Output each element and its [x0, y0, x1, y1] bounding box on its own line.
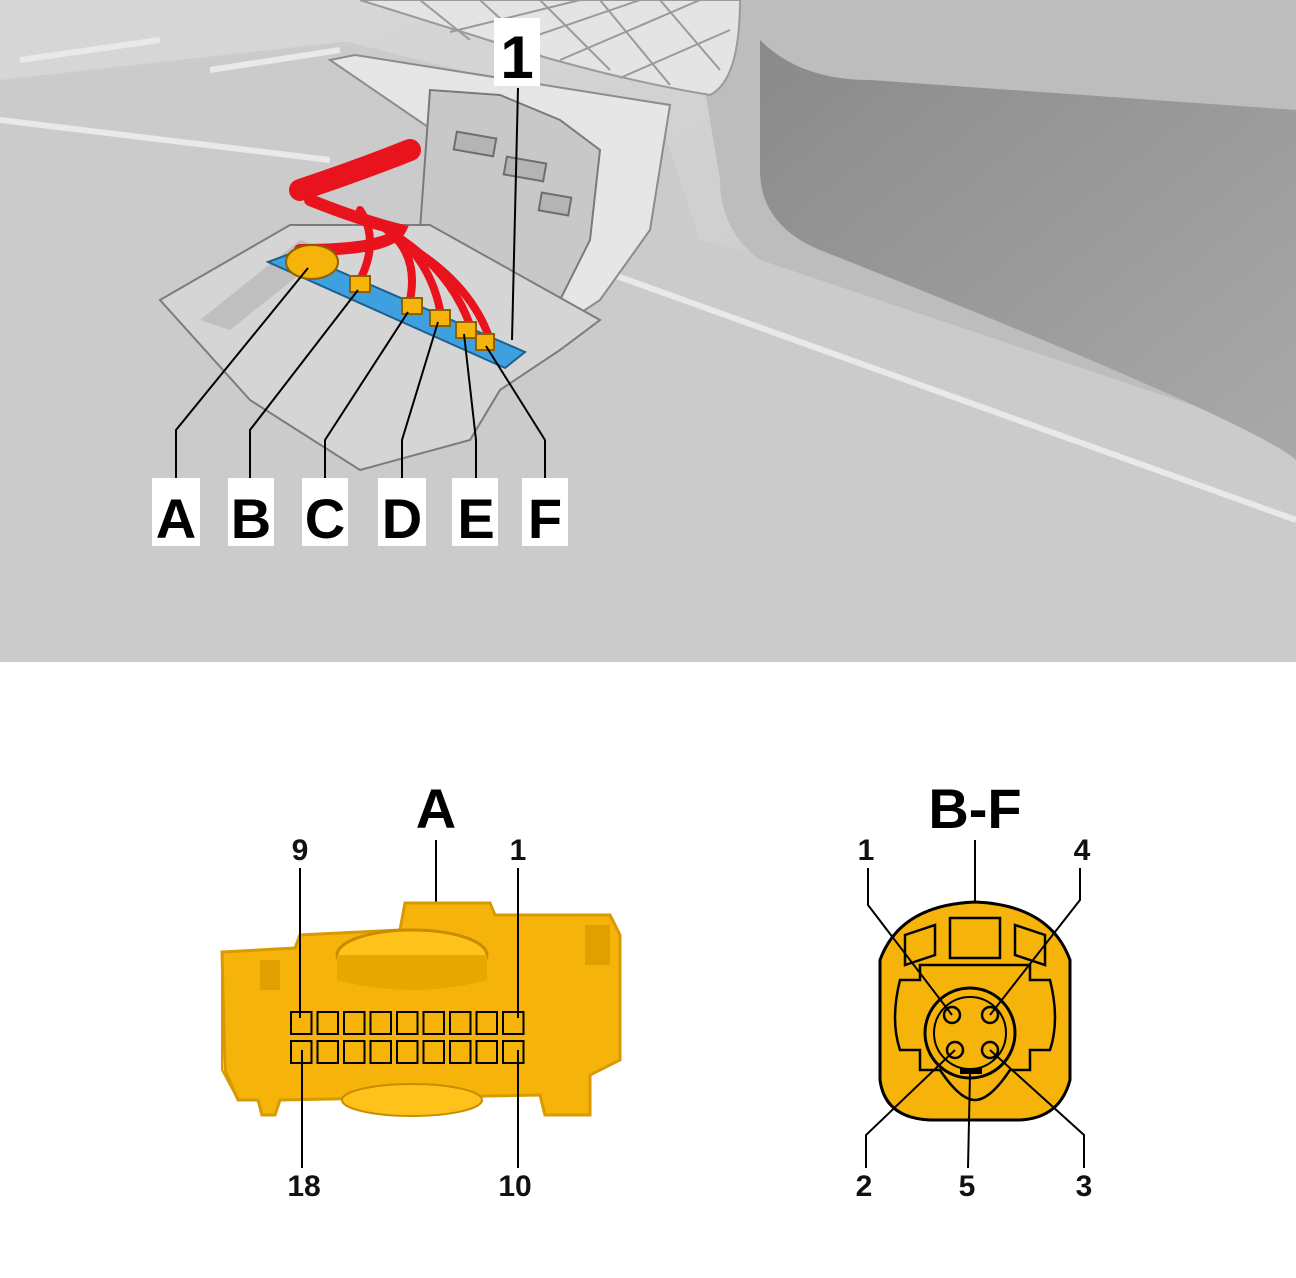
- connector-a-pin-cell: [475, 1040, 498, 1064]
- connector-callouts: A B C D E: [152, 267, 568, 550]
- rear-panel: [0, 0, 360, 80]
- connector-f-plug: [475, 333, 495, 351]
- callout-A: A: [152, 267, 309, 550]
- connector-a-pin-cell: [502, 1011, 525, 1035]
- connector-b-plug: [349, 275, 371, 293]
- bf-pin-1-label: 1: [858, 834, 875, 867]
- callout-label-e: E: [457, 487, 494, 550]
- connector-a-pin-cell: [369, 1011, 392, 1035]
- connector-d-plug: [429, 309, 451, 327]
- connector-a-pin-1-label: 1: [510, 834, 527, 867]
- connector-a-pin-cell: [290, 1011, 313, 1035]
- connector-a-top-lobe-side: [337, 955, 487, 990]
- part-callout-box: [494, 18, 540, 86]
- connector-a-pin-cell: [396, 1011, 419, 1035]
- connector-a-title: A: [416, 777, 456, 840]
- callout-C: C: [302, 311, 409, 550]
- callout-label-d: D: [382, 487, 422, 550]
- red-harness: [289, 139, 494, 344]
- callout-F: F: [485, 345, 568, 550]
- connector-a-pin-cell: [422, 1011, 445, 1035]
- connector-a-pin-cell: [502, 1040, 525, 1064]
- connector-a-pin-cell: [396, 1040, 419, 1064]
- connector-a-latch-right: [585, 925, 610, 965]
- connector-a-pin-cell: [316, 1040, 339, 1064]
- connector-bf-title: B-F: [928, 777, 1021, 840]
- bf-pin-2-label: 2: [856, 1170, 873, 1203]
- part-callout-1: 1: [500, 24, 533, 91]
- bf-pin-5: [960, 1068, 982, 1074]
- connector-a-pin-10-label: 10: [498, 1170, 531, 1203]
- connector-a-pin-cell: [449, 1011, 472, 1035]
- part-callout-leader: [511, 87, 519, 341]
- connector-a-pin-9-label: 9: [292, 834, 309, 867]
- bracket-slots: [452, 130, 573, 217]
- connector-a-pin-cell: [475, 1011, 498, 1035]
- connector-a-pin-grid: [290, 1011, 525, 1064]
- callout-label-b: B: [231, 487, 271, 550]
- connector-a-bottom-lobe: [341, 1083, 483, 1117]
- callout-D: D: [378, 321, 439, 550]
- bf-pin-4-label: 4: [1074, 834, 1091, 867]
- floor-grooves: [0, 37, 1296, 523]
- connector-a-pin-cell: [343, 1011, 366, 1035]
- connector-a-latch-left: [260, 960, 280, 990]
- connector-a-pin-cell: [369, 1040, 392, 1064]
- connector-e-plug: [455, 321, 477, 339]
- bf-pin-5-label: 5: [959, 1170, 976, 1203]
- connector-a-pin-18-label: 18: [287, 1170, 320, 1203]
- callout-label-a: A: [156, 487, 196, 550]
- connector-bf-inner-outline: [893, 963, 1057, 1102]
- connector-c-plug: [401, 297, 423, 315]
- strip-connectors: [285, 244, 495, 351]
- connector-a-pin-cell: [343, 1040, 366, 1064]
- connector-a-detail: A 9 1 18 10: [220, 777, 622, 1203]
- connector-a-pin-cell: [449, 1040, 472, 1064]
- bf-pin-3-label: 3: [1076, 1170, 1093, 1203]
- connector-a-pin-cell: [422, 1040, 445, 1064]
- callout-B: B: [228, 289, 359, 550]
- callout-E: E: [452, 333, 498, 550]
- connector-bf-key: [948, 916, 1002, 960]
- overview-illustration: 1 A B C D: [0, 0, 1296, 662]
- connector-a-plug: [285, 244, 339, 280]
- connector-a-pin-cell: [316, 1011, 339, 1035]
- callout-label-c: C: [305, 487, 345, 550]
- callout-label-f: F: [528, 487, 562, 550]
- connector-bf-detail: B-F 1 4 2 5 3: [856, 777, 1093, 1203]
- storage-well: [760, 40, 1296, 460]
